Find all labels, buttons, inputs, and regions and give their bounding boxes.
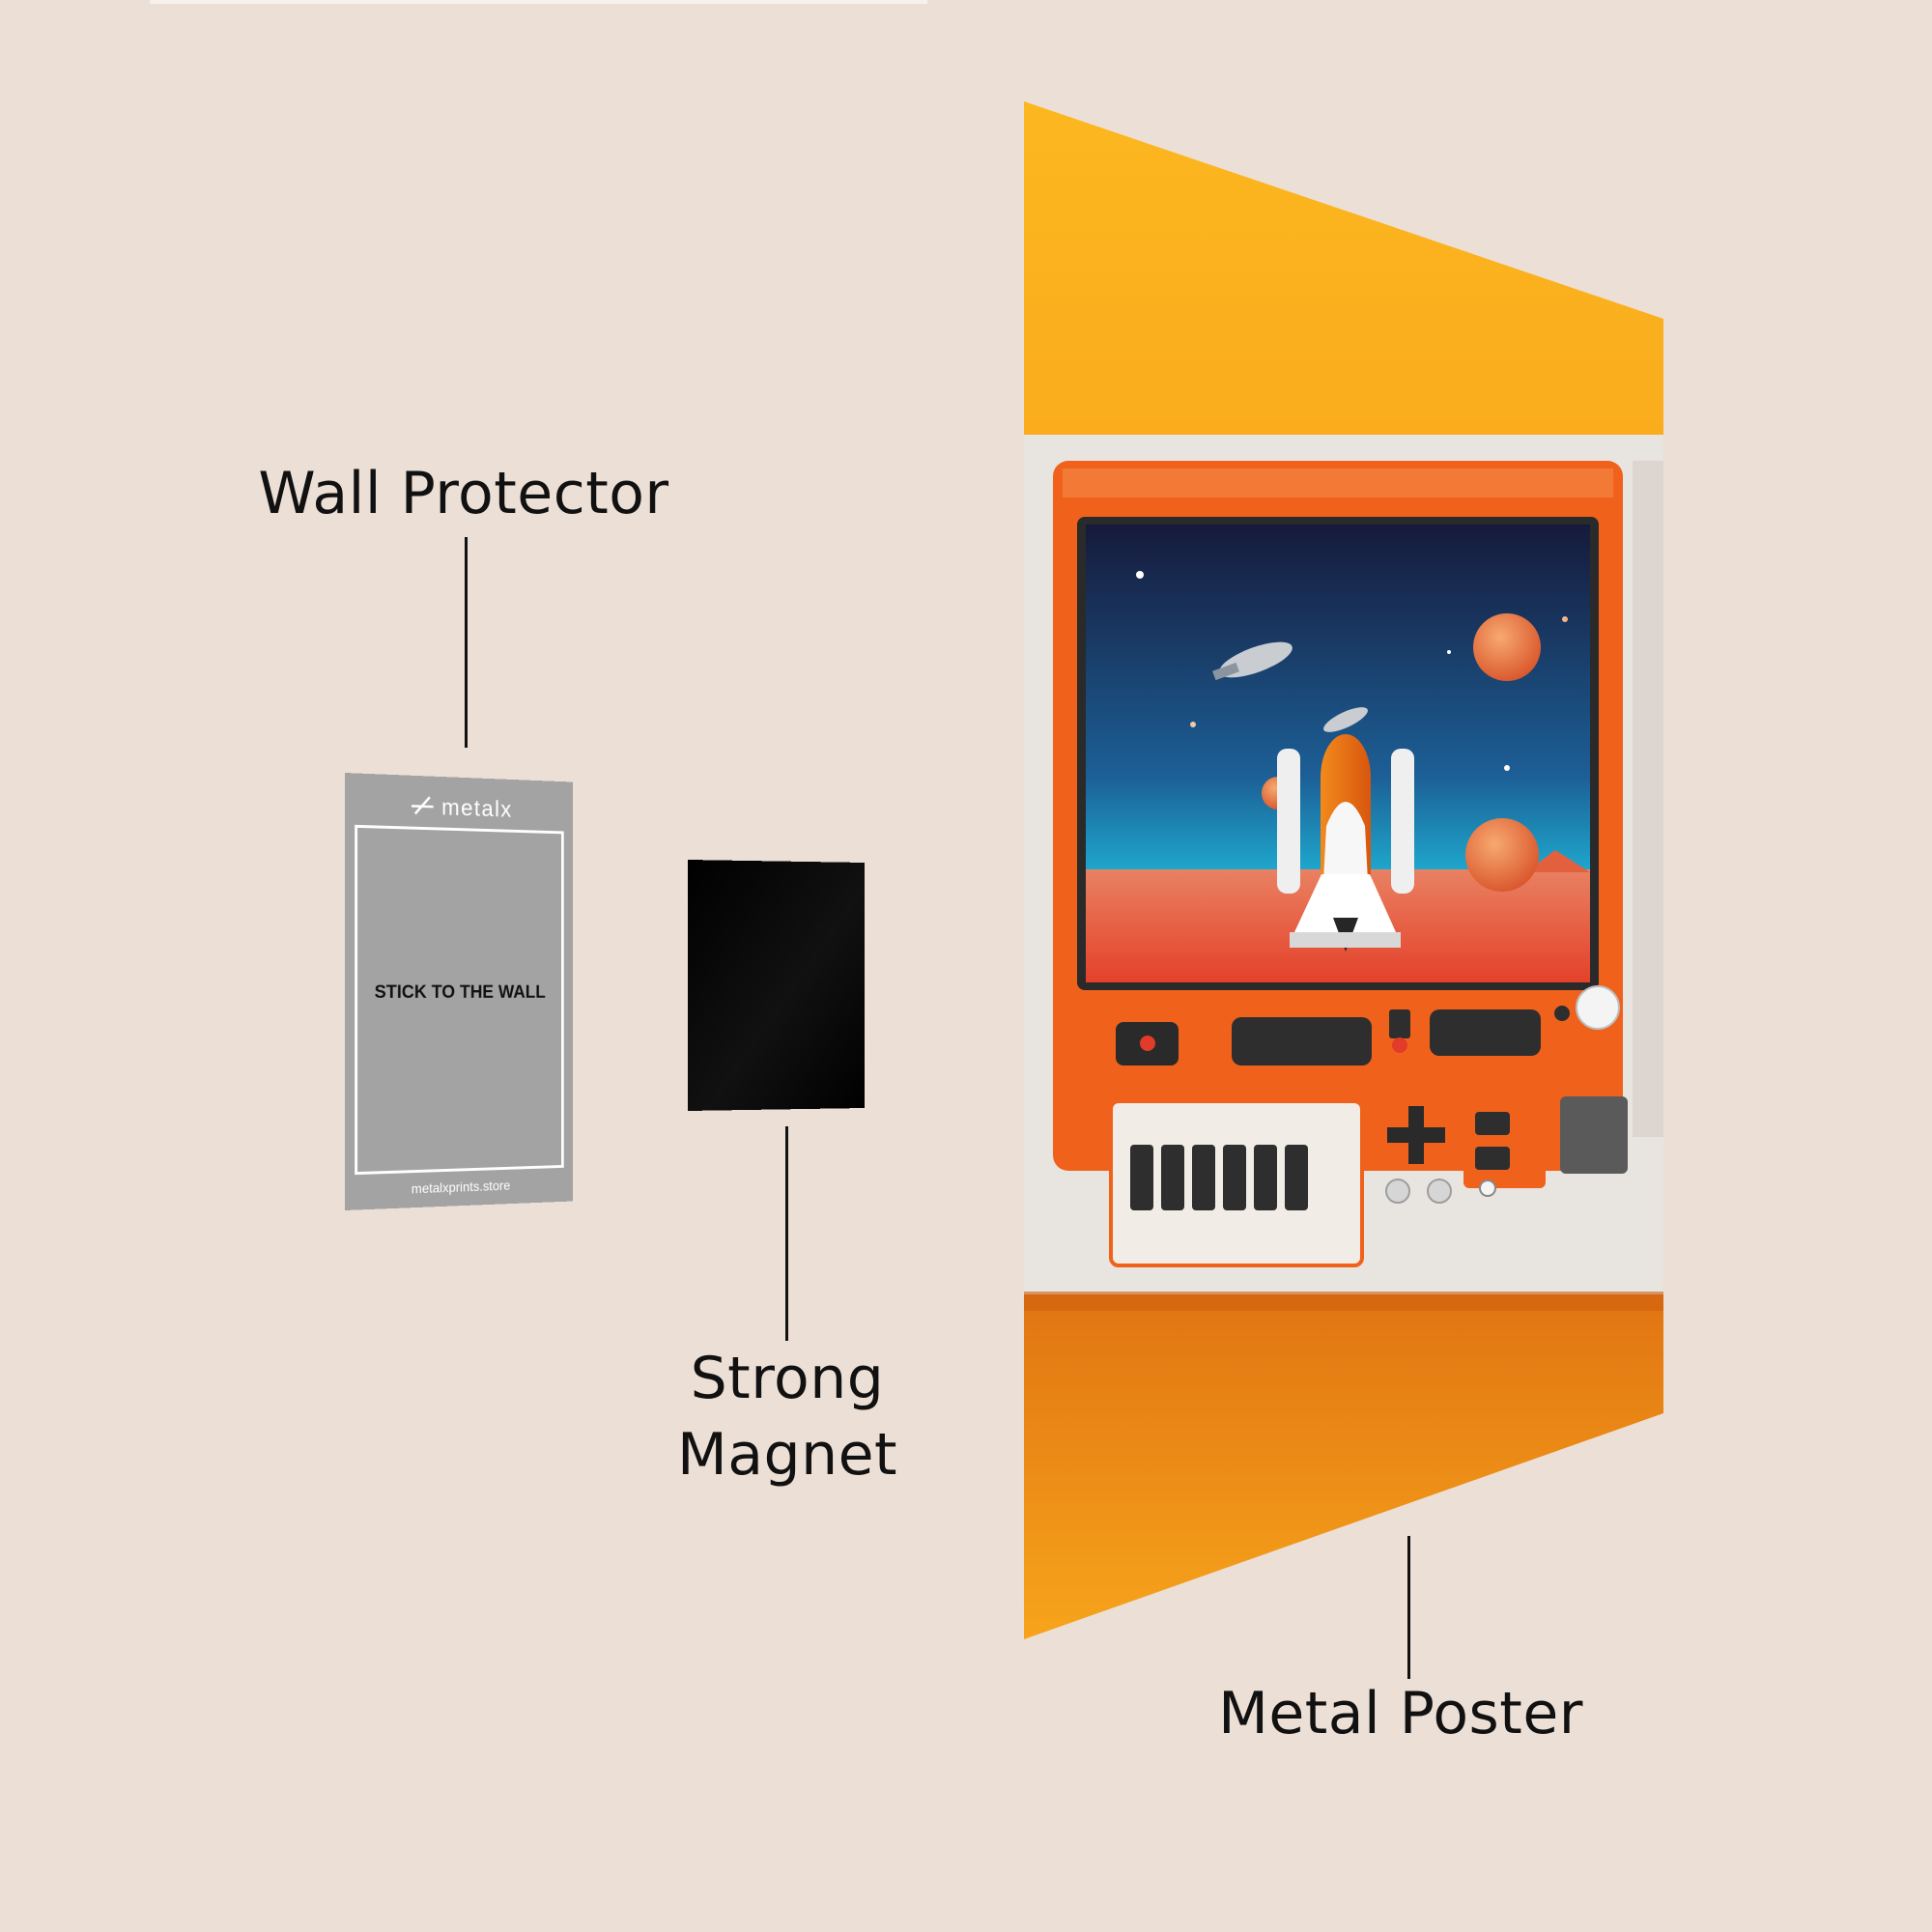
wall-protector-brand: metalx — [441, 795, 513, 822]
metal-poster-label: Metal Poster — [1140, 1676, 1662, 1752]
wall-protector-website: metalxprints.store — [412, 1179, 511, 1197]
space-shuttle-icon — [1277, 734, 1414, 952]
satellite-icon — [1212, 641, 1293, 681]
metal-poster-label-text: Metal Poster — [1218, 1680, 1583, 1747]
strong-magnet-leader-line — [785, 1126, 788, 1341]
strong-magnet-graphic — [688, 860, 865, 1111]
wall-protector-label: Wall Protector — [174, 456, 753, 532]
planet-icon — [1473, 613, 1541, 681]
strong-magnet — [688, 860, 865, 1111]
strong-magnet-label-line2: Magnet — [676, 1421, 898, 1490]
top-edge-strip — [150, 0, 927, 4]
wall-protector-graphic: metalx STICK TO THE WALL metalxprints.st… — [345, 773, 574, 1210]
wall-protector-card: metalx STICK TO THE WALL metalxprints.st… — [345, 773, 574, 1210]
retro-console-illustration — [1024, 435, 1663, 1294]
strong-magnet-label: Strong Magnet — [599, 1341, 976, 1493]
wall-protector-leader-line — [465, 537, 468, 748]
metal-poster-leader-line — [1407, 1536, 1410, 1679]
wall-protector-label-text: Wall Protector — [258, 460, 669, 527]
satellite-icon — [1323, 707, 1368, 732]
metal-poster — [1024, 101, 1663, 1639]
wall-protector-instruction: STICK TO THE WALL — [375, 981, 546, 1002]
planet-icon — [1465, 818, 1539, 892]
dpad-icon — [1387, 1106, 1445, 1164]
metal-poster-graphic — [1024, 101, 1663, 1639]
strong-magnet-label-line1: Strong — [690, 1345, 885, 1412]
